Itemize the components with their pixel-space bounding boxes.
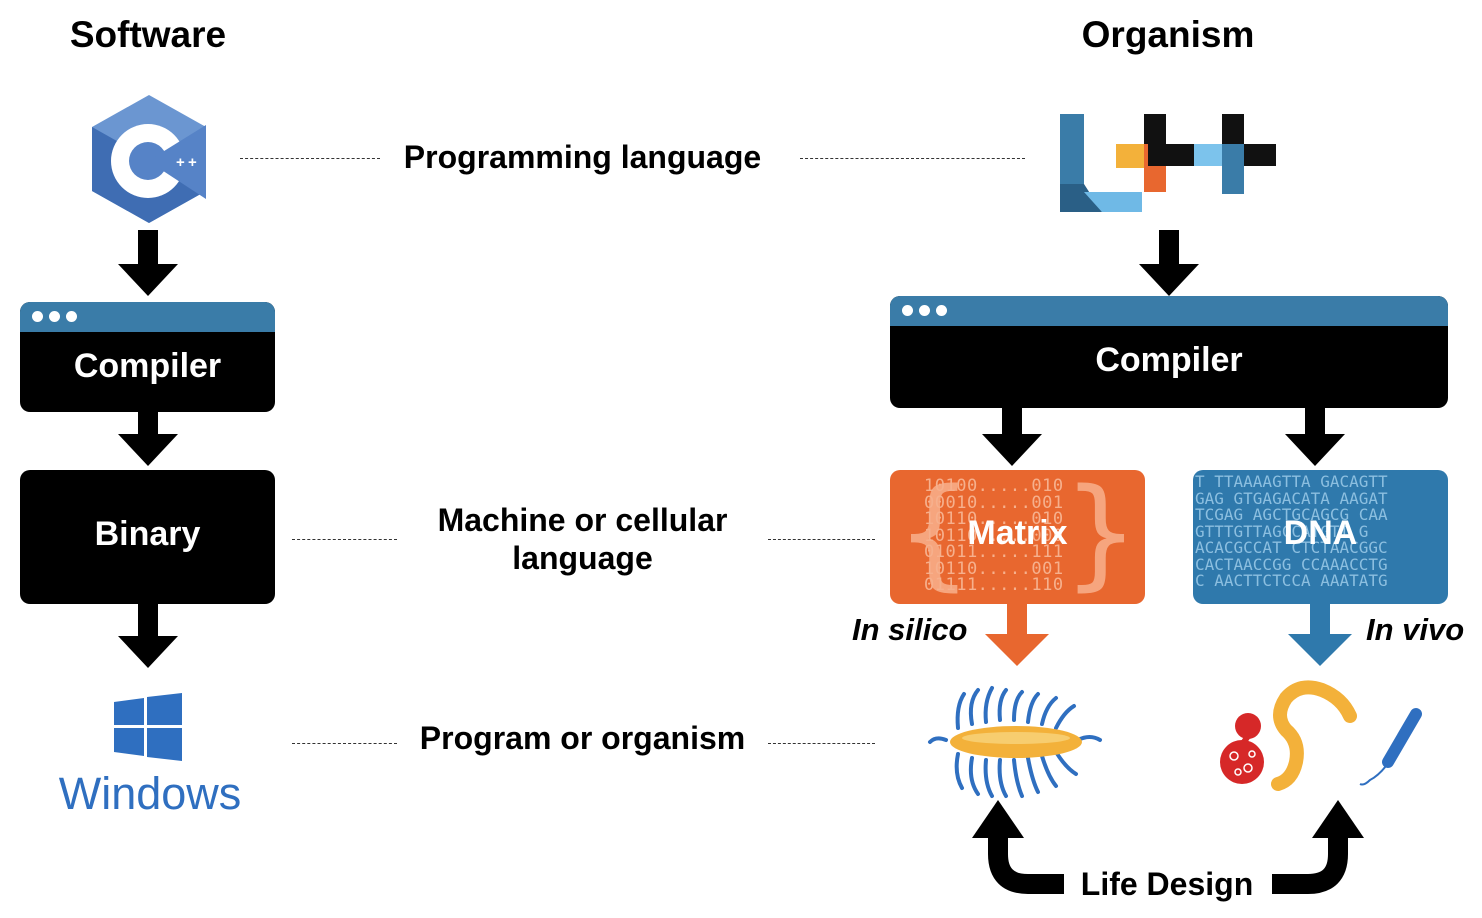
lpp-logo-icon bbox=[1060, 114, 1276, 212]
arrow-down-icon bbox=[118, 412, 178, 466]
software-compiler-box: Compiler bbox=[20, 302, 275, 412]
machine-language-label-line2: language bbox=[512, 540, 653, 576]
window-dots-icon bbox=[32, 311, 77, 322]
connector-machine-left bbox=[292, 539, 397, 540]
connector-machine-right bbox=[768, 539, 875, 540]
arrow-down-icon bbox=[118, 604, 178, 668]
windows-logo-icon bbox=[114, 693, 182, 761]
left-brace-icon: { bbox=[896, 470, 973, 603]
matrix-box: { } 10100.....010 00010.....001 10110...… bbox=[890, 470, 1145, 604]
life-design-label: Life Design bbox=[1080, 866, 1254, 902]
in-silico-label: In silico bbox=[852, 612, 968, 647]
dna-box: T TTAAAAGTTA GACAGTT GAG GTGAGACATA AAGA… bbox=[1193, 470, 1448, 604]
in-vivo-label: In vivo bbox=[1366, 612, 1465, 647]
blue-arrow-icon bbox=[1288, 604, 1352, 666]
matrix-binary-text: 10100.....010 00010.....001 10110.....01… bbox=[924, 476, 1064, 595]
arrow-down-icon bbox=[1139, 230, 1199, 296]
arrow-down-icon bbox=[1285, 406, 1345, 466]
dna-label: DNA bbox=[1283, 514, 1358, 552]
organism-heading: Organism bbox=[1081, 14, 1255, 55]
window-title-bar bbox=[890, 296, 1448, 326]
software-heading: Software bbox=[69, 14, 227, 55]
arrow-down-icon bbox=[982, 406, 1042, 466]
orange-arrow-icon bbox=[985, 604, 1049, 666]
svg-text:+: + bbox=[176, 154, 185, 171]
window-dots-icon bbox=[902, 305, 947, 316]
cycle-arrow-right-icon bbox=[1272, 800, 1364, 894]
organism-compiler-box: Compiler bbox=[890, 296, 1448, 408]
connector-programming-left bbox=[240, 158, 380, 159]
matrix-label: Matrix bbox=[967, 514, 1068, 552]
dna-sequence-text: T TTAAAAGTTA GACAGTT GAG GTGAGACATA AAGA… bbox=[1195, 472, 1388, 590]
cpp-logo-icon: + + bbox=[92, 95, 206, 223]
software-compiler-label: Compiler bbox=[73, 347, 222, 385]
connector-program-right bbox=[768, 743, 875, 744]
binary-box: Binary bbox=[20, 470, 275, 604]
machine-language-label-line1: Machine or cellular bbox=[437, 502, 728, 538]
right-brace-icon: } bbox=[1062, 470, 1139, 603]
svg-text:+: + bbox=[188, 154, 197, 171]
connector-programming-right bbox=[800, 158, 1025, 159]
window-title-bar bbox=[20, 302, 275, 332]
cycle-arrow-left-icon bbox=[972, 800, 1064, 894]
binary-label: Binary bbox=[94, 515, 201, 553]
living-organisms-icon bbox=[1220, 680, 1422, 791]
windows-wordmark: Windows bbox=[58, 768, 242, 819]
connector-program-left bbox=[292, 743, 397, 744]
organism-compiler-label: Compiler bbox=[1095, 341, 1243, 379]
digital-organism-icon bbox=[928, 686, 1102, 798]
programming-language-label: Programming language bbox=[403, 139, 762, 175]
arrow-down-icon bbox=[118, 230, 178, 296]
program-or-organism-label: Program or organism bbox=[419, 720, 746, 756]
